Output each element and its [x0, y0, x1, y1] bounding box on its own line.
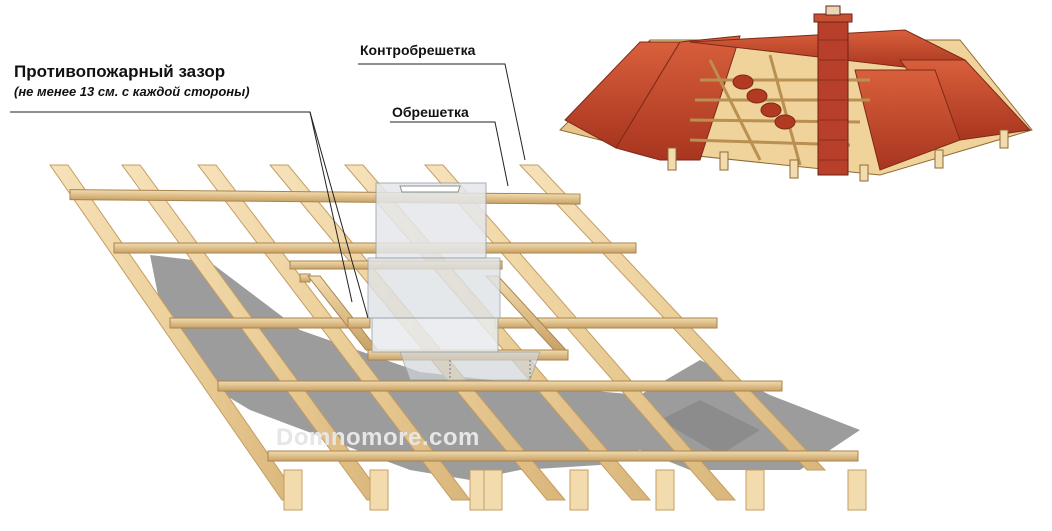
batten-label: Обрешетка — [392, 104, 469, 120]
rafter-ends — [283, 469, 867, 511]
chimney-brick — [813, 5, 853, 176]
fire-gap-note: (не менее 13 см. с каждой стороны) — [14, 84, 250, 99]
counter-batten-label: Контробрешетка — [360, 42, 476, 58]
roof-illustration — [559, 5, 1033, 182]
chimney-box — [367, 182, 541, 381]
leader-lines — [10, 63, 526, 319]
fire-gap-label: Противопожарный зазор — [14, 62, 226, 81]
watermark: Domnomore.com — [276, 424, 480, 451]
